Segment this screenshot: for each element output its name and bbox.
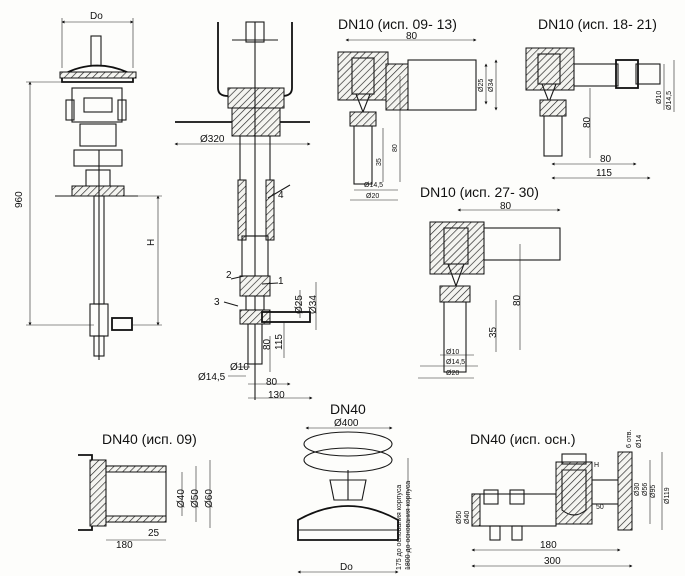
title-dn40-osn: DN40 (исп. осн.) bbox=[470, 431, 576, 447]
dim-d34-a: Ø34 bbox=[488, 78, 495, 92]
callout-4: 4 bbox=[278, 190, 284, 201]
dim-25-d: 25 bbox=[148, 528, 160, 539]
dim-d50-f: Ø50 bbox=[456, 510, 463, 524]
dim-80-b-h: 80 bbox=[600, 154, 612, 165]
callout-2: 2 bbox=[226, 270, 232, 281]
dim-d10-b: Ø10 bbox=[656, 90, 663, 104]
dim-130-mid: 130 bbox=[268, 390, 285, 401]
dim-d10-mid: Ø10 bbox=[230, 362, 249, 373]
dim-80-mid-h: 80 bbox=[266, 377, 278, 388]
dim-d145-c: Ø14,5 bbox=[446, 359, 466, 366]
dim-d50-d: Ø50 bbox=[190, 489, 201, 508]
dim-180-d: 180 bbox=[116, 540, 133, 551]
dim-do-left: Do bbox=[90, 11, 103, 22]
dim-d320: Ø320 bbox=[200, 134, 225, 145]
dim-d145-mid: Ø14,5 bbox=[198, 372, 226, 383]
dn40-09-view bbox=[78, 454, 211, 541]
dim-115-b: 115 bbox=[596, 168, 612, 179]
dim-h-left: H bbox=[146, 238, 157, 246]
dim-35-a: 35 bbox=[376, 158, 383, 166]
dim-180-f: 180 bbox=[540, 540, 557, 551]
callout-3: 3 bbox=[214, 297, 220, 308]
dim-d40-d: Ø40 bbox=[176, 489, 187, 508]
title-dn40: DN40 bbox=[330, 401, 366, 417]
dim-d25-mid: Ø25 bbox=[294, 295, 305, 314]
dim-d145-b: Ø14,5 bbox=[666, 90, 673, 110]
dim-960: 960 bbox=[14, 191, 25, 208]
dim-do-e: Do bbox=[340, 562, 353, 573]
dim-d56-f: Ø56 bbox=[642, 482, 649, 496]
dim-80-c: 80 bbox=[500, 201, 512, 212]
dim-1800: 1800 до основания корпуса bbox=[405, 480, 412, 570]
dn40-osn-view bbox=[471, 451, 663, 568]
dim-d14-f: Ø14 bbox=[636, 434, 643, 448]
dim-d20-c: Ø20 bbox=[446, 370, 460, 377]
dn10-18-21-view bbox=[525, 47, 675, 180]
dim-d119-f: Ø119 bbox=[664, 487, 671, 504]
dim-d40-f: Ø40 bbox=[464, 510, 471, 524]
title-dn10-27-30: DN10 (исп. 27- 30) bbox=[420, 184, 539, 200]
dim-d145-a: Ø14,5 bbox=[364, 182, 384, 189]
dim-h-f: H bbox=[594, 462, 600, 469]
dim-300-f: 300 bbox=[544, 556, 561, 567]
dim-d30-f: Ø30 bbox=[634, 482, 641, 496]
dim-35-c: 35 bbox=[488, 326, 499, 338]
title-dn10-18-21: DN10 (исп. 18- 21) bbox=[538, 16, 657, 32]
dim-80-a-v: 80 bbox=[392, 144, 399, 152]
dim-d34-mid: Ø34 bbox=[308, 295, 319, 314]
dim-d60-d: Ø60 bbox=[204, 489, 215, 508]
dim-d400: Ø400 bbox=[334, 418, 359, 429]
callout-1: 1 bbox=[278, 276, 284, 287]
title-dn10-09-13: DN10 (исп. 09- 13) bbox=[338, 16, 457, 32]
title-dn40-09: DN40 (исп. 09) bbox=[102, 431, 197, 447]
dn40-view bbox=[297, 426, 409, 574]
dim-80-a: 80 bbox=[406, 31, 418, 42]
dim-d25-a: Ø25 bbox=[478, 78, 485, 92]
dim-115-mid: 115 bbox=[274, 334, 285, 350]
dim-80-c-v: 80 bbox=[512, 294, 523, 306]
dim-175: 175 до основания корпуса bbox=[396, 484, 403, 570]
dim-80-b-v: 80 bbox=[582, 116, 593, 128]
dim-50-f: 50 bbox=[596, 504, 604, 511]
dim-holes-f: 6 отв. bbox=[626, 429, 633, 448]
dim-80-mid-v: 80 bbox=[262, 338, 273, 350]
dn10-09-13-view bbox=[337, 38, 498, 201]
dn10-27-30-view bbox=[418, 208, 561, 379]
dim-d20-a: Ø20 bbox=[366, 193, 380, 200]
dim-d10-c: Ø10 bbox=[446, 349, 460, 356]
dim-d95-f: Ø95 bbox=[650, 484, 657, 498]
left-assembly-view bbox=[26, 18, 162, 360]
middle-assembly-view bbox=[174, 21, 317, 400]
